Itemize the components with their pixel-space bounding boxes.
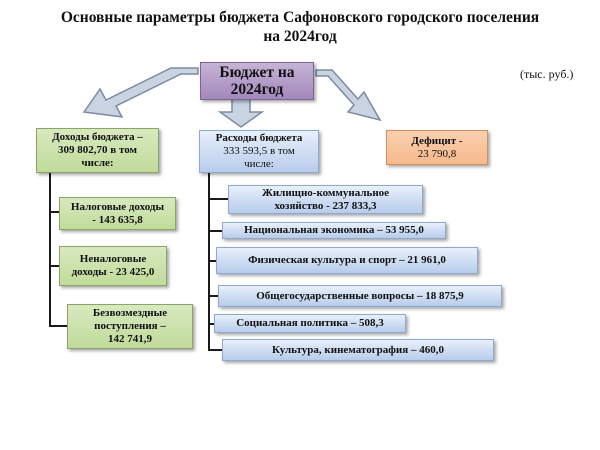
income-item-gratuitous: Безвозмездные поступления – 142 741,9 <box>67 304 193 349</box>
expense-item-culture: Культура, кинематография – 460,0 <box>222 339 494 361</box>
expense-item-housing-line-2: хозяйство - 237 833,3 <box>274 199 377 212</box>
income-item-nontax: Неналоговые доходы - 23 425,0 <box>59 246 167 286</box>
income-item-tax-line-1: Налоговые доходы <box>70 200 165 213</box>
expense-connector-5 <box>208 323 214 325</box>
expenses-header-line-3: числе: <box>244 158 274 170</box>
budget-center-box: Бюджет на 2024год <box>200 62 314 100</box>
income-header-box: Доходы бюджета – 309 802,70 в том числе: <box>36 128 159 173</box>
expense-connector-3 <box>208 260 216 262</box>
expense-item-housing: Жилищно-коммунальное хозяйство - 237 833… <box>228 185 423 214</box>
expense-item-sport: Физическая культура и спорт – 21 961,0 <box>216 247 478 274</box>
arrow-to-income <box>82 67 199 118</box>
expense-item-economy-label: Национальная экономика – 53 955,0 <box>244 224 424 236</box>
expense-item-sport-label: Физическая культура и спорт – 21 961,0 <box>248 254 446 266</box>
income-header-line-2: 309 802,70 в том <box>58 144 137 156</box>
expense-item-general: Общегосударственные вопросы – 18 875,9 <box>218 285 502 307</box>
arrow-to-expenses <box>217 97 265 128</box>
center-line-1: Бюджет на <box>219 64 295 81</box>
income-item-tax: Налоговые доходы - 143 635,8 <box>59 197 176 230</box>
income-connector-2 <box>49 265 59 267</box>
income-item-gratuitous-line-3: 142 741,9 <box>108 333 152 345</box>
deficit-line-1: Дефицит - <box>411 134 463 147</box>
title-line-1: Основные параметры бюджета Сафоновского … <box>60 9 540 26</box>
expense-item-general-label: Общегосударственные вопросы – 18 875,9 <box>256 289 464 302</box>
expenses-header-line-1: Расходы бюджета <box>215 132 303 144</box>
title-line-2: на 2024год <box>263 28 337 45</box>
income-item-tax-line-2: - 143 635,8 <box>92 213 143 226</box>
expense-item-housing-line-1: Жилищно-коммунальное <box>261 186 390 199</box>
center-line-2: 2024год <box>230 81 284 98</box>
expense-item-social-label: Социальная политика – 508,3 <box>236 317 384 329</box>
expense-item-culture-label: Культура, кинематография – 460,0 <box>272 343 444 356</box>
income-header-line-3: числе: <box>81 157 114 169</box>
arrow-to-deficit <box>315 69 382 122</box>
income-item-nontax-line-1: Неналоговые <box>79 253 147 265</box>
income-connector-vertical <box>49 172 51 327</box>
income-item-gratuitous-line-1: Безвозмездные <box>92 307 168 319</box>
expense-item-economy: Национальная экономика – 53 955,0 <box>222 222 446 239</box>
expense-connector-6 <box>208 349 222 351</box>
income-header-line-1: Доходы бюджета – <box>52 131 143 143</box>
income-connector-3 <box>49 325 67 327</box>
income-connector-1 <box>49 211 59 213</box>
expense-connector-4 <box>208 295 218 297</box>
income-item-gratuitous-line-2: поступления – <box>94 320 166 332</box>
deficit-line-2: 23 790,8 <box>417 147 457 160</box>
income-item-nontax-line-2: доходы - 23 425,0 <box>71 266 155 278</box>
deficit-box: Дефицит - 23 790,8 <box>386 130 488 165</box>
expense-connector-1 <box>208 198 228 200</box>
expenses-header-box: Расходы бюджета 333 593,5 в том числе: <box>199 130 319 173</box>
expenses-header-line-2: 333 593,5 в том <box>223 145 295 157</box>
unit-label: (тыс. руб.) <box>520 67 574 81</box>
expense-item-social: Социальная политика – 508,3 <box>214 314 406 333</box>
page-title: Основные параметры бюджета Сафоновского … <box>20 8 580 46</box>
expense-connector-2 <box>208 230 222 232</box>
